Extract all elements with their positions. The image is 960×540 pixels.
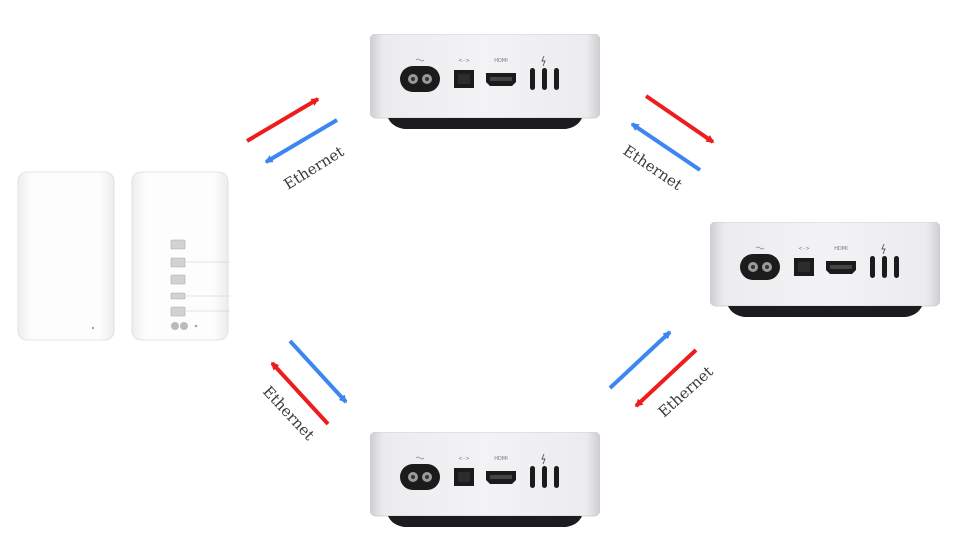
arrow-blue [264, 118, 339, 164]
arrow-red [634, 348, 698, 408]
router [17, 171, 230, 341]
ethernet-label: Ethernet [620, 141, 686, 194]
mac-mini-right [710, 222, 940, 317]
arrow-blue [630, 122, 702, 172]
mac-mini-top [370, 34, 600, 129]
connection-router-bottom: Ethernet [259, 339, 348, 444]
connection-top-right: Ethernet [620, 94, 715, 194]
mac-mini-bottom [370, 432, 600, 527]
ethernet-label: Ethernet [655, 363, 717, 421]
ethernet-label: Ethernet [281, 142, 348, 193]
arrow-blue [608, 330, 672, 390]
router-front-tower [17, 171, 115, 341]
connection-right-bottom: Ethernet [608, 330, 717, 421]
arrow-red [270, 361, 330, 426]
connection-router-top: Ethernet [245, 97, 348, 193]
arrow-red [245, 97, 320, 143]
router-back-tower [131, 171, 230, 341]
router-port-panel [170, 239, 230, 330]
arrow-blue [288, 339, 348, 404]
ethernet-label: Ethernet [259, 382, 318, 443]
arrow-red [644, 94, 715, 144]
